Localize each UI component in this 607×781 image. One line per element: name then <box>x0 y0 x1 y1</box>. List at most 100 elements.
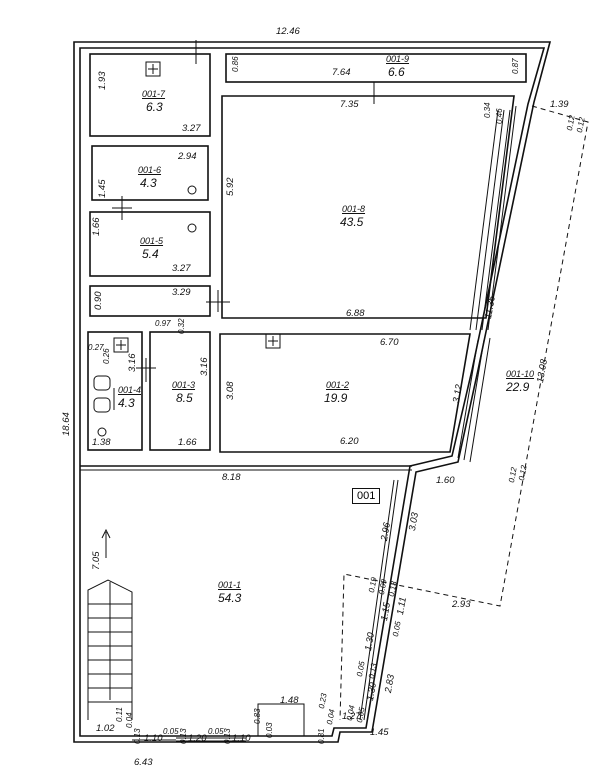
dim-b-7: 0.13 <box>179 728 188 744</box>
room-001-5-walls <box>89 211 211 277</box>
dim-b-11: 1.10 <box>232 733 251 744</box>
room-area-001-1: 54.3 <box>218 591 242 605</box>
room-001-2-walls <box>219 333 471 453</box>
room-area-001-5: 5.4 <box>142 247 159 261</box>
hall-diagonal-wall <box>359 479 395 721</box>
dim-ext-bottom: 2.93 <box>452 599 471 610</box>
dim-r3-bottom: 1.66 <box>178 437 197 448</box>
dim-r3-side: 3.16 <box>199 357 210 377</box>
outer-wall <box>73 41 552 743</box>
dim-b-9: 0.05 <box>208 727 224 736</box>
dim-r9-right: 0.87 <box>511 58 520 74</box>
glazing-line <box>487 105 517 331</box>
dim-corr-a: 0.97 <box>155 319 171 328</box>
glazing-line <box>457 339 479 459</box>
drain-fixture <box>187 223 197 233</box>
room-area-001-7: 6.3 <box>146 100 163 114</box>
dim-r7-left: 1.93 <box>97 71 108 91</box>
room-001-9-walls <box>225 53 527 83</box>
dim-r8-bottom: 6.88 <box>346 308 365 319</box>
dim-r1-left: 7.05 <box>91 551 102 571</box>
terrace-001-10-outline <box>339 105 589 721</box>
room-id-001-1: 001-1 <box>218 580 242 590</box>
room-id-001-8: 001-8 <box>342 204 366 214</box>
dim-r2-bottom: 6.20 <box>340 436 359 447</box>
glazing-line <box>463 339 485 461</box>
dim-b-8: 1.20 <box>188 733 207 744</box>
room-id-001-4: 001-4 <box>118 385 142 395</box>
glazing-line <box>481 109 511 331</box>
dim-r2-top: 6.70 <box>380 337 399 348</box>
dim-ext-a: 1.39 <box>550 99 569 110</box>
dim-r4-a: 0.27 <box>88 343 104 352</box>
toilet-fixture <box>93 375 111 391</box>
dim-r4-b: 0.26 <box>102 348 111 364</box>
room-id-001-9: 001-9 <box>386 54 410 64</box>
dim-r8-side: 5.92 <box>225 177 236 197</box>
room-id-001-7: 001-7 <box>142 89 166 99</box>
dim-corr-top: 3.29 <box>172 287 191 298</box>
dim-r8-top: 7.35 <box>340 99 359 110</box>
dim-entry-d: 0.03 <box>265 722 274 738</box>
dim-b-3: 0.04 <box>125 712 134 728</box>
unit-label-box: 001 <box>352 488 381 504</box>
dim-r9-bottom: 7.64 <box>332 67 351 78</box>
dim-dg-14: 1.27 <box>342 711 361 722</box>
dim-entry-e: 0.81 <box>317 728 326 744</box>
dim-r9-left: 0.86 <box>231 56 240 72</box>
dim-r2-left: 3.08 <box>225 381 236 401</box>
corridor-walls <box>89 285 211 317</box>
dim-b-2: 0.11 <box>115 707 124 722</box>
room-001-6-walls <box>91 145 209 201</box>
dim-bottom-total: 6.43 <box>134 757 153 768</box>
room-area-001-9: 6.6 <box>388 65 405 79</box>
dim-r7-bottom: 3.27 <box>182 123 201 134</box>
toilet-fixture <box>93 397 111 413</box>
dim-b-6: 0.05 <box>163 727 179 736</box>
dim-corr-left: 0.90 <box>93 291 104 311</box>
room-id-001-10: 001-10 <box>506 369 535 379</box>
dim-b-10: 0.13 <box>223 728 232 744</box>
dim-r6-left: 1.45 <box>97 179 108 199</box>
hall-diagonal-wall <box>363 479 399 721</box>
dim-r6-top: 2.94 <box>178 151 197 162</box>
room-001-8-walls <box>221 95 515 319</box>
room-001-3-walls <box>149 331 211 451</box>
room-001-4-walls <box>87 331 143 451</box>
room-id-001-6: 001-6 <box>138 165 162 175</box>
room-id-001-3: 001-3 <box>172 380 196 390</box>
drain-fixture <box>187 185 197 195</box>
dim-left-total: 18.64 <box>61 412 72 436</box>
entrance-vestibule <box>257 703 305 736</box>
dim-entry-c: 0.83 <box>253 708 262 724</box>
dim-b-4: 0.13 <box>133 728 142 744</box>
room-area-001-4: 4.3 <box>118 396 135 410</box>
dim-b-5: 1.10 <box>144 733 163 744</box>
dim-r8-corner-a: 0.34 <box>483 102 492 118</box>
room-area-001-2: 19.9 <box>324 391 348 405</box>
room-area-001-3: 8.5 <box>176 391 193 405</box>
room-area-001-10: 22.9 <box>506 380 530 394</box>
dim-r8-corner-b: 0.46 <box>495 108 504 124</box>
dim-r5-bottom: 3.27 <box>172 263 191 274</box>
room-id-001-2: 001-2 <box>326 380 350 390</box>
glazing-line <box>475 109 505 331</box>
dim-r5-left: 1.66 <box>91 217 102 237</box>
dim-top-total: 12.46 <box>276 26 300 37</box>
glazing-line <box>469 337 491 463</box>
sink-fixture <box>265 333 281 349</box>
dim-dg-15: 1.45 <box>370 727 389 738</box>
room-001-7-walls <box>89 53 211 137</box>
dim-r1-top: 8.18 <box>222 472 241 483</box>
dim-r4-bottom: 1.38 <box>92 437 111 448</box>
glazing-line <box>469 109 499 331</box>
dim-r4-c: 3.16 <box>127 353 138 373</box>
room-id-001-5: 001-5 <box>140 236 164 246</box>
stairs <box>87 579 133 720</box>
drain-fixture <box>97 427 107 437</box>
dim-b-1: 1.02 <box>96 723 115 734</box>
room-area-001-8: 43.5 <box>340 215 364 229</box>
bottom-windows <box>132 737 246 742</box>
